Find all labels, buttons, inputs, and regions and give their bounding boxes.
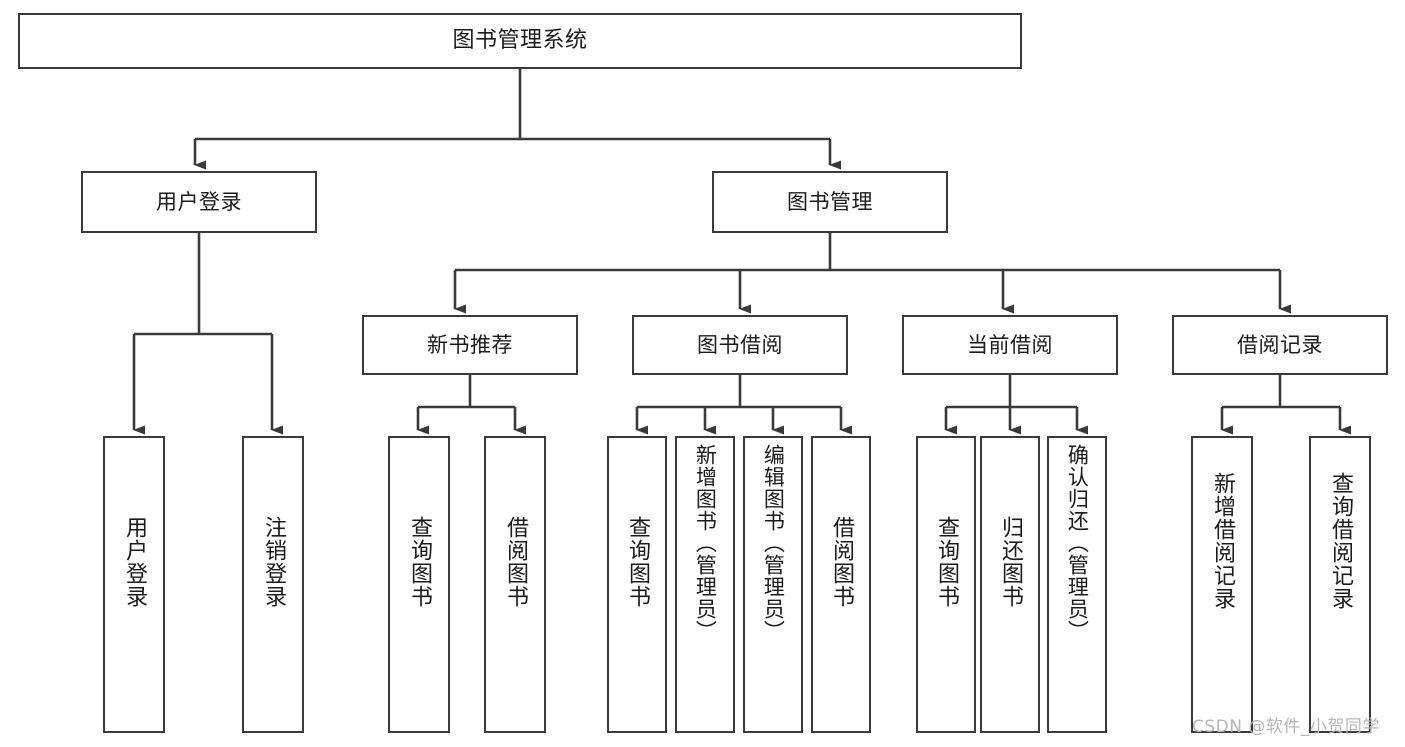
node-borrow-record[interactable]: 借阅记录 (1172, 315, 1388, 375)
node-leaf-query-book-2-label: 查询图书 (624, 516, 650, 608)
node-leaf-user-login-label: 用户登录 (121, 516, 147, 608)
node-leaf-query-book-2[interactable]: 查询图书 (607, 436, 667, 733)
node-leaf-return-book-label: 归还图书 (997, 516, 1023, 608)
node-user-login[interactable]: 用户登录 (81, 171, 317, 233)
node-user-login-label: 用户登录 (156, 189, 242, 214)
node-leaf-confirm-return[interactable]: 确认归还（管理员） (1047, 436, 1107, 733)
csdn-watermark-text: CSDN @软件_小贺同学 (1192, 717, 1380, 737)
node-leaf-query-book-1-label: 查询图书 (406, 516, 432, 608)
node-leaf-logout-label: 注销登录 (260, 516, 286, 608)
csdn-watermark: CSDN @软件_小贺同学 (1192, 712, 1380, 737)
node-book-borrow[interactable]: 图书借阅 (632, 315, 848, 375)
node-leaf-add-book-label: 新增图书（管理员） (693, 444, 718, 642)
node-leaf-add-record[interactable]: 新增借阅记录 (1191, 436, 1253, 733)
node-book-borrow-label: 图书借阅 (697, 332, 783, 357)
node-current-borrow-label: 当前借阅 (967, 332, 1053, 357)
node-leaf-add-record-label: 新增借阅记录 (1209, 472, 1235, 610)
node-book-manage-label: 图书管理 (787, 189, 873, 214)
node-leaf-user-login[interactable]: 用户登录 (103, 436, 165, 733)
node-leaf-borrow-book-1[interactable]: 借阅图书 (484, 436, 546, 733)
node-leaf-confirm-return-label: 确认归还（管理员） (1065, 444, 1090, 642)
node-leaf-query-record[interactable]: 查询借阅记录 (1309, 436, 1371, 733)
node-leaf-borrow-book-1-label: 借阅图书 (502, 516, 528, 608)
node-leaf-logout[interactable]: 注销登录 (242, 436, 304, 733)
node-leaf-return-book[interactable]: 归还图书 (980, 436, 1040, 733)
node-leaf-borrow-book-2-label: 借阅图书 (828, 516, 854, 608)
node-leaf-borrow-book-2[interactable]: 借阅图书 (811, 436, 871, 733)
node-book-manage[interactable]: 图书管理 (712, 171, 948, 233)
node-leaf-query-record-label: 查询借阅记录 (1327, 472, 1353, 610)
node-leaf-add-book[interactable]: 新增图书（管理员） (675, 436, 735, 733)
node-leaf-edit-book[interactable]: 编辑图书（管理员） (743, 436, 803, 733)
node-root[interactable]: 图书管理系统 (18, 13, 1022, 69)
node-borrow-record-label: 借阅记录 (1237, 332, 1323, 357)
node-leaf-query-book-3-label: 查询图书 (933, 516, 959, 608)
node-current-borrow[interactable]: 当前借阅 (902, 315, 1118, 375)
node-leaf-query-book-3[interactable]: 查询图书 (916, 436, 976, 733)
node-root-label: 图书管理系统 (452, 28, 588, 54)
node-leaf-query-book-1[interactable]: 查询图书 (388, 436, 450, 733)
node-new-book-rec[interactable]: 新书推荐 (362, 315, 578, 375)
node-new-book-rec-label: 新书推荐 (427, 332, 513, 357)
node-leaf-edit-book-label: 编辑图书（管理员） (761, 444, 786, 642)
